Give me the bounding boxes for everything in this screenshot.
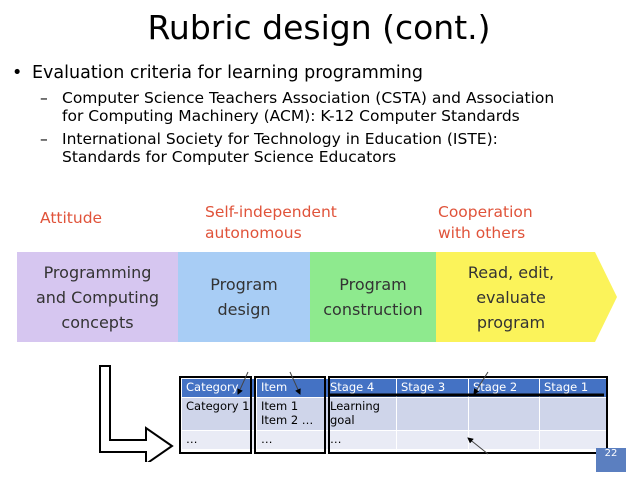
page-number-badge: 22 xyxy=(596,448,626,472)
rubric-table: Category Item Stage 4 Stage 3 Stage 2 St… xyxy=(181,378,609,450)
stage-block-design xyxy=(178,252,310,342)
label-self-line1: Self-independent xyxy=(205,203,337,221)
dash-icon: – xyxy=(40,130,48,148)
table-row: Category 1 Item 1 Item 2 … Learning goal xyxy=(181,397,609,431)
stage-text: design xyxy=(217,300,271,319)
table-cell: Category 1 xyxy=(181,397,257,431)
stage-evaluate: Read, edit, evaluate program xyxy=(436,252,586,342)
sub-bullet-csta: – Computer Science Teachers Association … xyxy=(12,89,632,125)
label-attitude: Attitude xyxy=(40,209,103,227)
stage-text: Programming xyxy=(43,262,152,282)
stage-block-evaluate xyxy=(436,252,617,342)
stage-text: evaluate xyxy=(476,287,546,307)
page-title: Rubric design (cont.) xyxy=(147,8,491,47)
cell-line: Item 1 xyxy=(261,399,299,413)
stage-arrow xyxy=(17,252,617,342)
table-cell xyxy=(396,430,469,450)
column-frame-stages xyxy=(328,376,608,454)
table-header-row: Category Item Stage 4 Stage 3 Stage 2 St… xyxy=(181,378,609,398)
bullet-main-text: Evaluation criteria for learning program… xyxy=(32,63,423,83)
dash-icon: – xyxy=(40,89,48,107)
table-cell: Item 1 Item 2 … xyxy=(256,397,326,431)
page-number: 22 xyxy=(604,448,618,459)
label-self-line2: autonomous xyxy=(205,224,302,242)
stage-text: Program xyxy=(210,275,278,294)
cell-line: Item 2 … xyxy=(261,413,314,427)
table-cell xyxy=(468,397,540,431)
stage-design: Program design xyxy=(178,252,310,342)
header-stage-3: Stage 3 xyxy=(396,378,469,398)
sub-bullet-line: for Computing Machinery (ACM): K-12 Comp… xyxy=(62,107,520,125)
sub-bullet-line: International Society for Technology in … xyxy=(62,130,498,148)
stage-construction: Program construction xyxy=(310,252,436,342)
stage-block-concepts xyxy=(17,252,178,342)
table-cell xyxy=(539,397,609,431)
bullet-main: Evaluation criteria for learning program… xyxy=(12,62,632,84)
label-coop-line1: Cooperation xyxy=(438,203,533,221)
column-frame-item xyxy=(254,376,326,454)
stage-text: construction xyxy=(323,300,423,319)
table-cell: … xyxy=(256,430,326,450)
stage-text: program xyxy=(476,312,546,332)
cell-line: goal xyxy=(330,413,355,427)
table-row: … … … xyxy=(181,430,609,450)
sub-bullet-iste: – International Society for Technology i… xyxy=(12,130,632,166)
header-stage-4: Stage 4 xyxy=(325,378,397,398)
label-self-independent: Self-independent autonomous xyxy=(205,202,337,244)
table-cell: Learning goal xyxy=(325,397,397,431)
column-frame-category xyxy=(179,376,252,454)
cell-line: Learning xyxy=(330,399,380,413)
stage-text: concepts xyxy=(61,312,134,332)
table-cell xyxy=(539,430,609,450)
elbow-arrow-icon xyxy=(99,365,174,462)
label-cooperation: Cooperation with others xyxy=(438,202,533,244)
table-cell: … xyxy=(325,430,397,450)
bullet-list: Evaluation criteria for learning program… xyxy=(12,62,632,166)
stage-block-construction xyxy=(310,252,436,342)
stage-text: Program xyxy=(339,275,407,294)
table-cell xyxy=(396,397,469,431)
label-coop-line2: with others xyxy=(438,224,526,242)
sub-bullet-line: Computer Science Teachers Association (C… xyxy=(62,89,555,107)
stage-concepts: Programming and Computing concepts xyxy=(17,252,178,342)
stage-text: Read, edit, xyxy=(467,262,555,282)
sub-bullet-line: Standards for Computer Science Educators xyxy=(62,148,397,166)
stage-text: and Computing xyxy=(35,287,160,307)
